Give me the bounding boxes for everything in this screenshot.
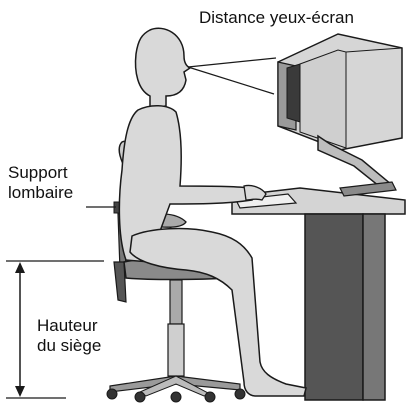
seat-height-dimension (6, 260, 104, 399)
chair-wheel (234, 388, 246, 400)
eye-distance-label: Distance yeux-écran (199, 8, 354, 27)
person-hand (243, 184, 267, 201)
chair-wheel (134, 391, 146, 403)
eye-distance-indicator (187, 57, 277, 95)
chair-column (169, 279, 183, 325)
desk-pedestal (304, 213, 364, 401)
person-head (134, 27, 192, 109)
person-torso-arm (118, 105, 253, 263)
keyboard (235, 193, 298, 209)
seat-height-label-line1: Hauteur (37, 316, 98, 335)
seat-height-label: Hauteur du siège (37, 316, 101, 356)
lumbar-support-label: Support lombaire (8, 163, 73, 203)
lumbar-label-line1: Support (8, 163, 68, 182)
chair-wheel (170, 391, 182, 403)
arrow-up-icon (15, 262, 25, 273)
monitor (277, 33, 403, 197)
seated-person (118, 27, 307, 397)
person-legs (129, 227, 307, 397)
seat-height-label-line2: du siège (37, 336, 102, 355)
chair-wheel (204, 391, 216, 403)
lumbar-label-line2: lombaire (8, 183, 74, 202)
desk (231, 187, 406, 401)
arrow-down-icon (15, 386, 25, 397)
chair-wheel (106, 388, 118, 400)
